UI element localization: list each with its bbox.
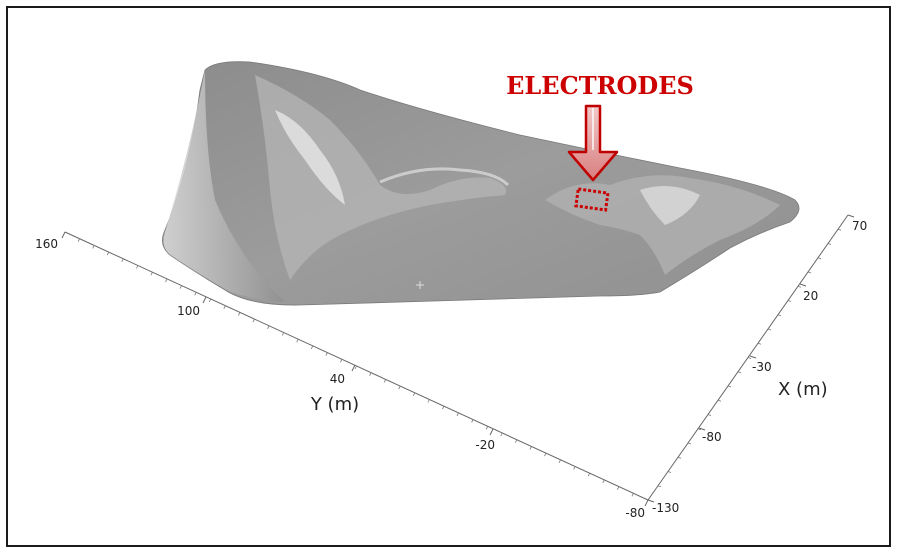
terrain-ridge-line: [379, 167, 510, 187]
y-axis-minor-tick: [179, 285, 182, 289]
y-axis-minor-tick: [456, 412, 459, 417]
y-tick-label-m80: -80: [625, 506, 645, 520]
electrodes-label: ELECTRODES: [506, 71, 694, 100]
y-axis-minor-tick: [238, 312, 241, 316]
x-tick-label-70: 70: [852, 219, 867, 233]
y-tick-label-40: 40: [330, 372, 345, 386]
y-tick-40: [351, 364, 356, 372]
y-tick-m20: [489, 428, 494, 436]
y-axis-minor-tick: [471, 419, 474, 423]
y-axis-minor-tick: [252, 318, 255, 323]
terrain-ridge-shading: [255, 75, 506, 280]
y-axis-minor-tick: [92, 245, 95, 249]
x-axis-minor-tick: [677, 456, 682, 459]
terrain-right-relief: [545, 175, 780, 275]
x-axis-minor-tick: [777, 314, 782, 317]
y-axis-minor-tick: [136, 265, 139, 269]
x-axis-minor-ticks: [657, 228, 842, 488]
x-tick-70: [847, 214, 855, 218]
y-tick-label-m20: -20: [475, 438, 495, 452]
x-tick-m130: [647, 499, 655, 503]
y-tick-160: [61, 231, 66, 239]
x-tick-label-20: 20: [803, 289, 818, 303]
x-axis-minor-tick: [727, 385, 732, 388]
x-tick-label-m80: -80: [702, 430, 722, 444]
x-tick-label-m130: -130: [652, 501, 679, 515]
y-axis-minor-tick: [208, 298, 212, 303]
terrain-right-highlight: [640, 186, 700, 225]
y-tick-label-100: 100: [177, 304, 200, 318]
x-axis-minor-tick: [757, 342, 762, 345]
y-tick-label-160: 160: [35, 237, 58, 251]
y-axis-minor-tick: [398, 385, 401, 390]
y-axis-minor-tick: [587, 473, 591, 477]
y-axis-minor-tick: [485, 426, 489, 430]
x-axis-minor-tick: [837, 228, 842, 231]
y-axis-minor-tick: [354, 365, 357, 370]
terrain-surface: [162, 61, 800, 306]
y-axis-minor-tick: [529, 446, 532, 450]
x-axis-minor-tick: [687, 442, 692, 445]
y-axis-minor-tick: [121, 258, 124, 262]
y-axis-minor-tick: [616, 486, 620, 490]
y-axis-minor-tick: [296, 339, 299, 343]
x-axis-minor-tick: [807, 271, 812, 274]
y-axis-minor-tick: [500, 432, 503, 437]
y-axis-minor-tick: [514, 439, 518, 443]
electrodes-box: [574, 187, 610, 212]
x-axis-minor-tick: [787, 300, 792, 302]
y-axis-minor-tick: [281, 332, 284, 336]
x-axis-minor-tick: [767, 328, 772, 331]
y-axis-minor-tick: [310, 345, 314, 350]
y-axis-minor-tick: [340, 359, 343, 363]
y-axis: 160 100 40 -20 -80 Y (m): [35, 231, 649, 520]
y-axis-minor-tick: [150, 272, 153, 276]
y-axis-minor-tick: [427, 399, 430, 403]
x-axis: 70 20 -30 -80 -130 X (m): [647, 214, 867, 515]
y-axis-minor-tick: [412, 392, 416, 396]
x-tick-m30: [749, 355, 757, 359]
y-axis-minor-tick: [442, 406, 445, 410]
x-axis-minor-tick: [817, 257, 822, 260]
y-axis-minor-tick: [267, 325, 270, 329]
x-axis-minor-tick: [747, 357, 752, 359]
y-axis-minor-tick: [223, 305, 226, 309]
y-axis-minor-tick: [573, 466, 576, 470]
terrain-cliff-highlight: [275, 110, 345, 205]
x-axis-minor-tick: [697, 428, 702, 431]
x-axis-minor-tick: [667, 471, 672, 473]
y-axis-minor-tick: [325, 352, 328, 356]
x-tick-m80: [698, 427, 706, 431]
y-axis-minor-tick: [544, 452, 547, 457]
y-axis-minor-tick: [77, 238, 80, 242]
x-axis-minor-tick: [827, 243, 832, 245]
y-axis-minor-tick: [369, 372, 372, 376]
x-tick-20: [799, 283, 807, 287]
x-axis-minor-tick: [797, 285, 802, 288]
x-axis-minor-tick: [657, 485, 662, 488]
y-tick-m80: [644, 499, 649, 507]
terrain-left-face: [163, 70, 285, 302]
x-axis-title: X (m): [778, 379, 828, 400]
x-tick-label-m30: -30: [752, 360, 772, 374]
y-axis-minor-tick: [631, 493, 634, 497]
y-tick-100: [202, 296, 207, 304]
x-axis-minor-tick: [717, 399, 722, 402]
y-axis-minor-tick: [194, 292, 197, 296]
x-axis-minor-tick: [737, 371, 742, 374]
y-axis-minor-tick: [602, 479, 605, 484]
y-axis-minor-tick: [106, 251, 110, 256]
y-axis-minor-ticks: [77, 238, 634, 497]
y-axis-minor-tick: [383, 379, 387, 383]
y-axis-minor-tick: [558, 459, 561, 463]
x-axis-minor-tick: [707, 414, 712, 416]
y-axis-minor-tick: [165, 278, 168, 283]
y-axis-title: Y (m): [310, 394, 359, 415]
